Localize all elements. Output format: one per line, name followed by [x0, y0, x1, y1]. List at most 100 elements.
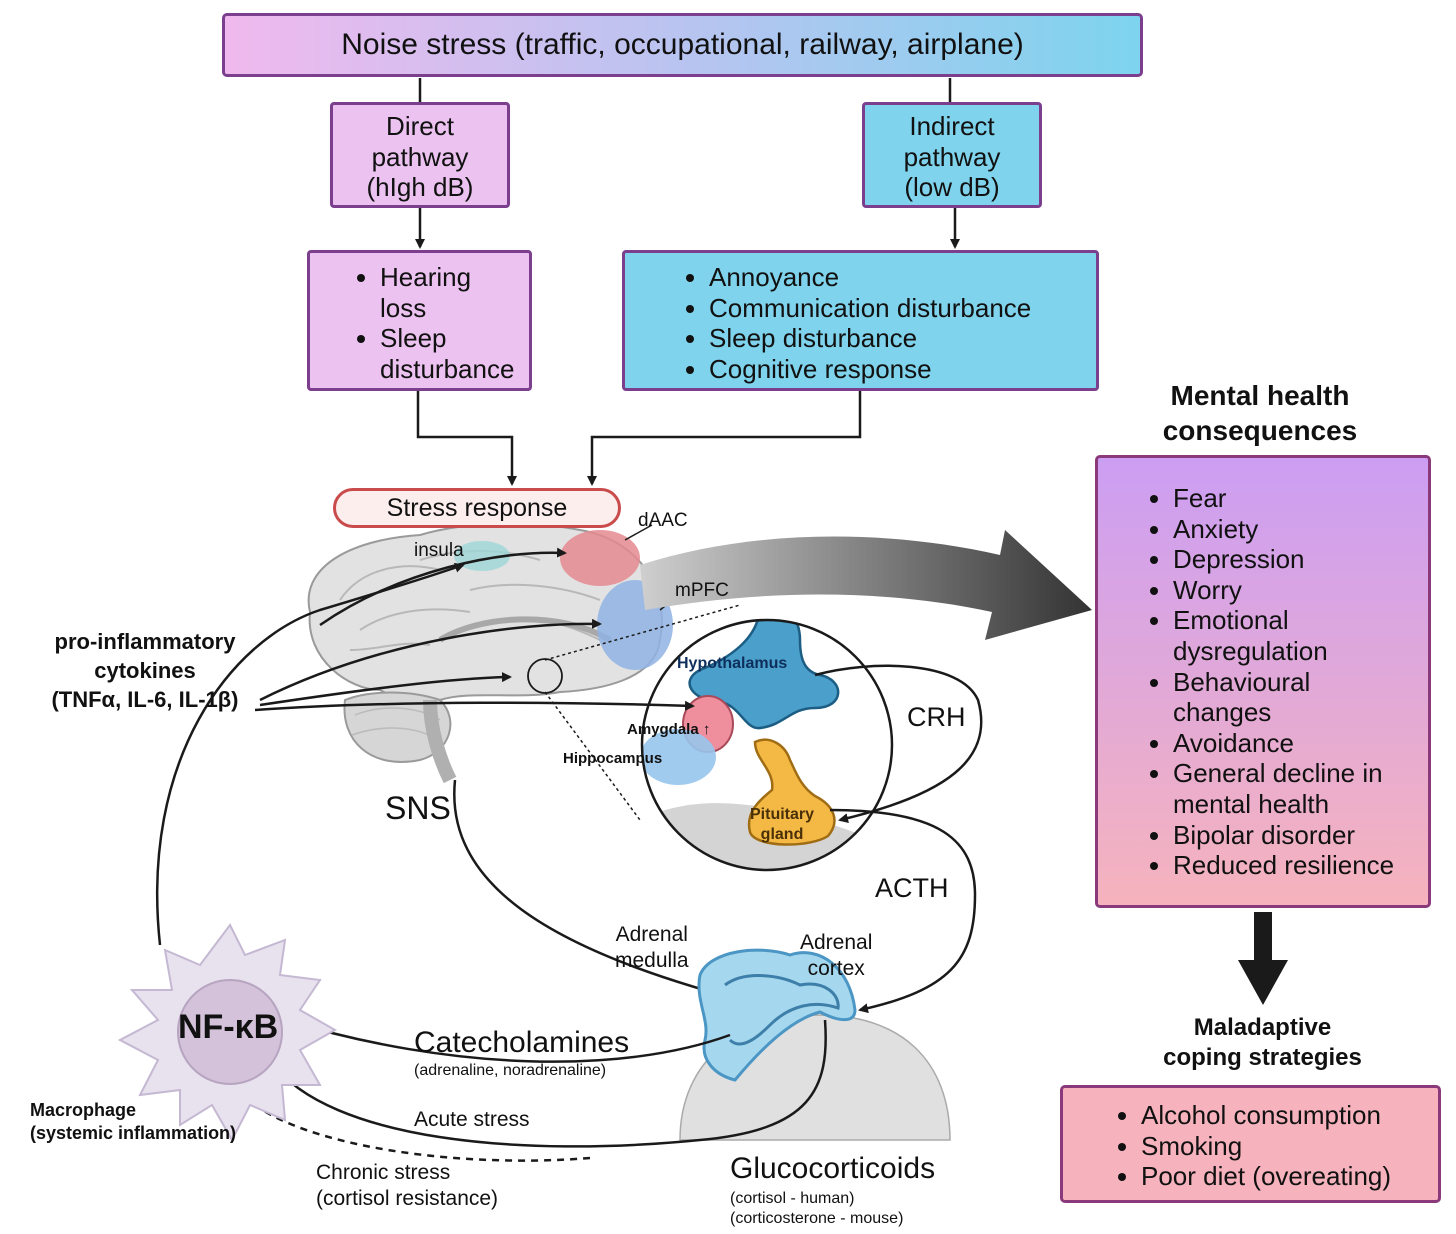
direct-effect-item: Hearing loss	[380, 262, 529, 323]
mental-down-arrow	[1238, 912, 1288, 1005]
macrophage-illustration	[117, 923, 338, 1143]
stress-response-label: Stress response	[386, 493, 568, 522]
mental-health-line: dysregulation	[1173, 635, 1328, 666]
indirect-effects-list: Annoyance Communication disturbance Slee…	[625, 262, 1096, 384]
cytokine-arrows	[155, 547, 695, 946]
indirect-effect-item: Sleep disturbance	[709, 323, 1096, 354]
maladaptive-list: Alcohol consumption Smoking Poor diet (o…	[1063, 1100, 1438, 1192]
acth-label: ACTH	[875, 873, 949, 903]
hormone-arrows	[814, 664, 983, 1014]
mental-health-line: Emotional	[1173, 605, 1289, 636]
direct-effect-item: Sleep disturbance	[380, 323, 529, 384]
macrophage-label-line: (systemic inflammation)	[30, 1123, 237, 1143]
indirect-effect-item: Annoyance	[709, 262, 1096, 293]
maladaptive-item: Poor diet (overeating)	[1141, 1161, 1438, 1192]
chronic-stress-line: (cortisol resistance)	[316, 1187, 499, 1210]
acute-stress-label: Acute stress	[414, 1108, 530, 1131]
mental-health-item: Avoidance	[1173, 728, 1428, 759]
mental-health-line: Behavioural	[1173, 666, 1311, 697]
insula-label: insula	[414, 540, 464, 561]
adrenal-illustration	[679, 948, 951, 1141]
mental-health-title-line: consequences	[1162, 415, 1358, 446]
nfkb-label: NF-κB	[178, 1008, 279, 1046]
maladaptive-title-line: coping strategies	[1163, 1044, 1362, 1071]
indirect-pathway-line: pathway	[903, 141, 1001, 172]
direct-effect-line: Sleep	[380, 323, 447, 354]
stress-response-pill: Stress response	[333, 488, 621, 528]
adrenal-cortex-line: Adrenal	[800, 931, 873, 954]
mental-health-item: Reduced resilience	[1173, 850, 1428, 881]
pituitary-label-line: Pituitary	[750, 806, 815, 823]
cytokines-line: (TNFα, IL-6, IL-1β)	[51, 687, 239, 712]
adrenal-cortex-line: cortex	[807, 957, 865, 980]
big-arrow	[640, 530, 1092, 640]
mental-health-line: Bipolar disorder	[1173, 819, 1356, 850]
cytokines-label: pro-inflammatory cytokines (TNFα, IL-6, …	[30, 627, 260, 714]
hippocampus-label: Hippocampus	[563, 750, 663, 767]
catecholamines-title: Catecholamines	[414, 1026, 630, 1059]
mental-health-list: Fear Anxiety Depression Worry Emotionald…	[1098, 483, 1428, 881]
maladaptive-box: Alcohol consumption Smoking Poor diet (o…	[1060, 1085, 1441, 1203]
indirect-pathway-box: Indirect pathway (low dB)	[862, 102, 1042, 208]
macrophage-label-line: Macrophage	[30, 1100, 137, 1120]
mental-health-item: Bipolar disorder	[1173, 820, 1428, 851]
direct-pathway-line: Direct	[386, 111, 454, 141]
glucocorticoids-sub: (cortisol - human) (corticosterone - mou…	[730, 1189, 903, 1229]
top-connectors	[415, 78, 960, 486]
mental-health-title-line: Mental health	[1170, 380, 1350, 411]
noise-stress-title: Noise stress (traffic, occupational, rai…	[341, 28, 1024, 61]
indirect-pathway-line: Indirect	[909, 111, 995, 141]
chronic-stress-line: Chronic stress	[316, 1161, 451, 1184]
glucocorticoids-title: Glucocorticoids	[730, 1152, 936, 1185]
mental-health-line: mental health	[1173, 788, 1330, 819]
maladaptive-title-line: Maladaptive	[1193, 1014, 1332, 1041]
direct-pathway-line: pathway	[371, 141, 469, 172]
noise-stress-banner: Noise stress (traffic, occupational, rai…	[222, 13, 1143, 77]
mental-health-line: Depression	[1173, 544, 1305, 575]
direct-effect-line: Hearing	[380, 262, 472, 292]
mental-health-item: Worry	[1173, 575, 1428, 606]
mpfc-label: mPFC	[675, 580, 729, 601]
mental-health-line: Reduced resilience	[1173, 850, 1395, 881]
mental-health-item: Fear	[1173, 483, 1428, 514]
indirect-effect-item: Cognitive response	[709, 354, 1096, 385]
indirect-effect-item: Communication disturbance	[709, 293, 1096, 324]
mental-health-line: Anxiety	[1173, 513, 1259, 544]
macrophage-label: Macrophage (systemic inflammation)	[30, 1099, 236, 1145]
adrenal-medulla-line: medulla	[615, 949, 689, 972]
indirect-effects-box: Annoyance Communication disturbance Slee…	[622, 250, 1099, 391]
mental-health-line: General decline in	[1173, 758, 1383, 789]
direct-effect-line: disturbance	[380, 353, 515, 384]
mental-health-line: Worry	[1173, 574, 1242, 605]
indirect-pathway-line: (low dB)	[904, 172, 1000, 203]
maladaptive-item: Smoking	[1141, 1131, 1438, 1162]
direct-effect-line: loss	[380, 292, 427, 323]
sns-label: SNS	[385, 790, 451, 826]
cytokines-line: cytokines	[94, 658, 196, 683]
daac-label: dAAC	[638, 510, 688, 531]
mental-health-line: Avoidance	[1173, 727, 1294, 758]
adrenal-medulla-label: Adrenal medulla	[615, 922, 689, 974]
catecholamines-sub: (adrenaline, noradrenaline)	[414, 1062, 607, 1079]
hypothalamus-label: Hypothalamus	[677, 655, 788, 672]
pituitary-label-line: gland	[760, 826, 804, 843]
direct-pathway-line: (hIgh dB)	[366, 172, 474, 203]
mental-health-title: Mental health consequences	[1140, 378, 1380, 448]
mental-health-line: Fear	[1173, 483, 1227, 513]
direct-pathway-box: Direct pathway (hIgh dB)	[330, 102, 510, 208]
glucocorticoids-sub-line: (cortisol - human)	[730, 1190, 855, 1207]
zoom-circle	[640, 618, 894, 872]
amygdala-label: Amygdala ↑	[627, 721, 711, 738]
mental-health-item: Depression	[1173, 544, 1428, 575]
mental-health-item: Anxiety	[1173, 514, 1428, 545]
maladaptive-title: Maladaptive coping strategies	[1120, 1013, 1405, 1073]
maladaptive-item: Alcohol consumption	[1141, 1100, 1438, 1131]
mental-health-line: changes	[1173, 697, 1272, 728]
chronic-stress-label: Chronic stress (cortisol resistance)	[316, 1160, 498, 1212]
brain-illustration	[307, 522, 741, 821]
